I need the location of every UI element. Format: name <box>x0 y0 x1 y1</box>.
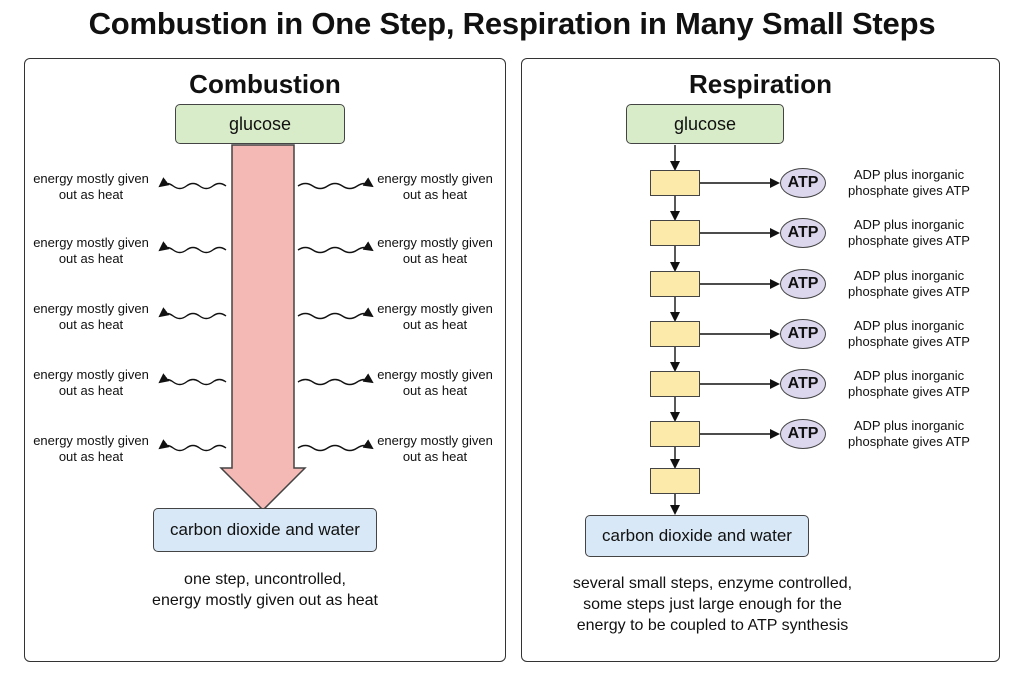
heat-label-right-3: energy mostly given out as heat <box>377 301 493 332</box>
respiration-product-box: carbon dioxide and water <box>585 515 809 557</box>
main-title: Combustion in One Step, Respiration in M… <box>88 6 936 41</box>
atp-ellipse-1: ATP <box>780 168 826 198</box>
heat-wave-left-3 <box>158 307 227 320</box>
heat-label-right-2: energy mostly given out as heat <box>377 235 493 266</box>
heat-label-right-5: energy mostly given out as heat <box>377 433 493 464</box>
respiration-step-2 <box>650 220 700 246</box>
adp-label-5: ADP plus inorganic phosphate gives ATP <box>848 368 970 399</box>
respiration-step-5 <box>650 371 700 397</box>
heat-wave-right-5 <box>297 439 374 452</box>
combustion-down-arrow <box>219 144 307 512</box>
respiration-step-7 <box>650 468 700 494</box>
heat-wave-left-4 <box>158 373 227 386</box>
heat-label-left-3: energy mostly given out as heat <box>33 301 149 332</box>
adp-label-4: ADP plus inorganic phosphate gives ATP <box>848 318 970 349</box>
adp-label-6: ADP plus inorganic phosphate gives ATP <box>848 418 970 449</box>
atp-ellipse-4: ATP <box>780 319 826 349</box>
combustion-glucose-box: glucose <box>175 104 345 144</box>
atp-ellipse-6: ATP <box>780 419 826 449</box>
atp-ellipse-2: ATP <box>780 218 826 248</box>
heat-wave-right-2 <box>297 241 374 254</box>
respiration-glucose-box: glucose <box>626 104 784 144</box>
combustion-caption-line-1: one step, uncontrolled, <box>184 571 346 588</box>
adp-label-1: ADP plus inorganic phosphate gives ATP <box>848 167 970 198</box>
heat-wave-left-2 <box>158 241 227 254</box>
respiration-step-6 <box>650 421 700 447</box>
adp-label-3: ADP plus inorganic phosphate gives ATP <box>848 268 970 299</box>
heat-label-left-4: energy mostly given out as heat <box>33 367 149 398</box>
heat-label-left-5: energy mostly given out as heat <box>33 433 149 464</box>
heat-label-right-4: energy mostly given out as heat <box>377 367 493 398</box>
heat-label-left-2: energy mostly given out as heat <box>33 235 149 266</box>
respiration-caption: several small steps, enzyme controlled, … <box>540 573 885 636</box>
respiration-caption-line-3: energy to be coupled to ATP synthesis <box>576 617 849 634</box>
respiration-title: Respiration <box>688 69 833 99</box>
heat-wave-left-1 <box>158 177 227 190</box>
adp-label-2: ADP plus inorganic phosphate gives ATP <box>848 217 970 248</box>
heat-wave-right-4 <box>297 373 374 386</box>
respiration-step-4 <box>650 321 700 347</box>
heat-wave-right-1 <box>297 177 374 190</box>
respiration-panel: Respiration <box>521 58 1000 662</box>
heat-wave-right-3 <box>297 307 374 320</box>
combustion-title: Combustion <box>189 69 341 99</box>
combustion-product-box: carbon dioxide and water <box>153 508 377 552</box>
combustion-caption-line-2: energy mostly given out as heat <box>152 592 378 609</box>
heat-label-right-1: energy mostly given out as heat <box>377 171 493 202</box>
respiration-caption-line-2: some steps just large enough for the <box>583 596 842 613</box>
respiration-caption-line-1: several small steps, enzyme controlled, <box>572 575 853 592</box>
heat-label-left-1: energy mostly given out as heat <box>33 171 149 202</box>
combustion-caption: one step, uncontrolled, energy mostly gi… <box>100 569 430 611</box>
atp-ellipse-5: ATP <box>780 369 826 399</box>
respiration-step-1 <box>650 170 700 196</box>
heat-wave-left-5 <box>158 439 227 452</box>
atp-ellipse-3: ATP <box>780 269 826 299</box>
respiration-step-3 <box>650 271 700 297</box>
